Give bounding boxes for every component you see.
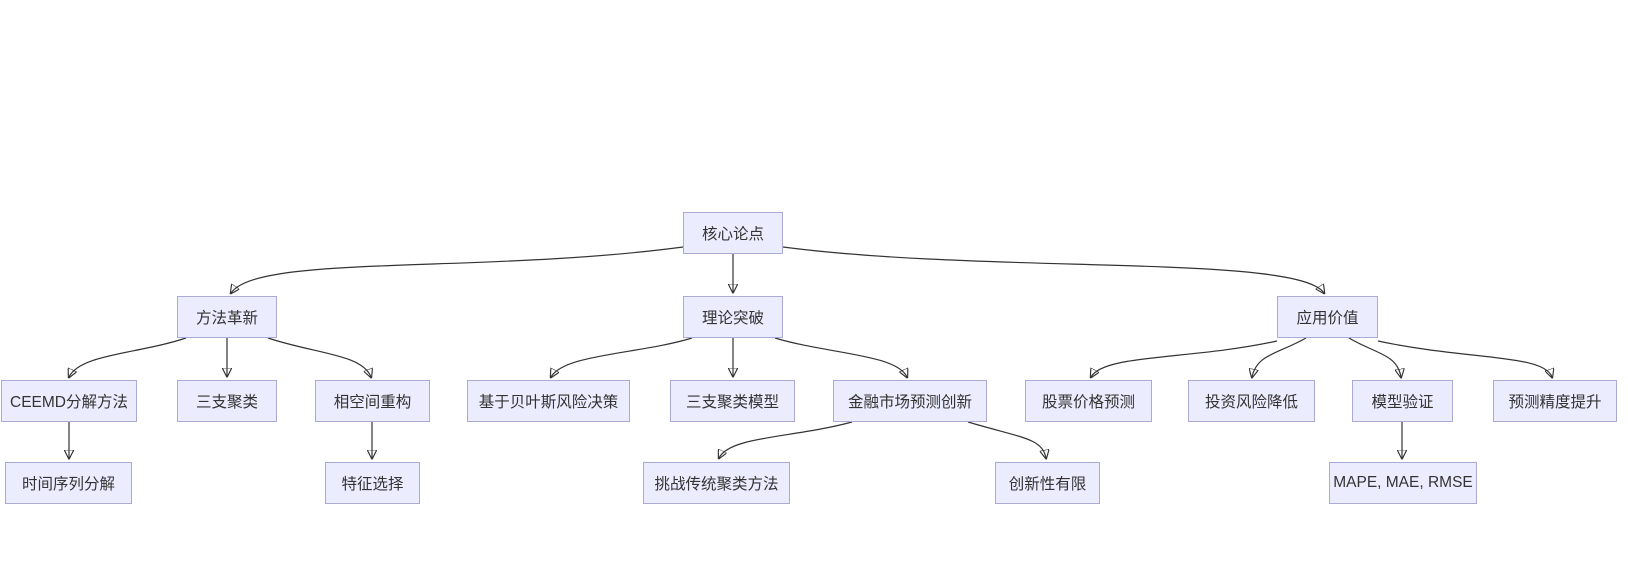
edge-theory-breakthrough-to-financial-market-forecast-innovation: [774, 337, 907, 377]
node-core-thesis[interactable]: 核心论点: [683, 212, 783, 254]
node-financial-market-forecast-innovation[interactable]: 金融市场预测创新: [833, 380, 987, 422]
node-forecast-accuracy-improvement[interactable]: 预测精度提升: [1493, 380, 1617, 422]
node-model-validation[interactable]: 模型验证: [1352, 380, 1453, 422]
node-time-series-decomposition[interactable]: 时间序列分解: [5, 462, 132, 504]
edge-core-thesis-to-application-value: [782, 246, 1324, 293]
node-ceemd-decomposition[interactable]: CEEMD分解方法: [1, 380, 137, 422]
node-stock-price-prediction[interactable]: 股票价格预测: [1025, 380, 1152, 422]
node-method-innovation[interactable]: 方法革新: [177, 296, 277, 338]
edge-application-value-to-model-validation: [1348, 337, 1401, 377]
node-application-value[interactable]: 应用价值: [1277, 296, 1378, 338]
node-feature-selection[interactable]: 特征选择: [325, 462, 420, 504]
edge-application-value-to-investment-risk-reduction: [1252, 337, 1307, 377]
node-three-way-clustering[interactable]: 三支聚类: [177, 380, 277, 422]
edge-method-innovation-to-ceemd-decomposition: [69, 337, 187, 377]
edge-method-innovation-to-phase-space-reconstruction: [267, 337, 371, 377]
node-phase-space-reconstruction[interactable]: 相空间重构: [315, 380, 430, 422]
edge-financial-market-forecast-innovation-to-challenge-traditional-clustering: [719, 421, 853, 458]
node-challenge-traditional-clustering[interactable]: 挑战传统聚类方法: [643, 462, 790, 504]
edge-application-value-to-forecast-accuracy-improvement: [1377, 340, 1552, 377]
node-investment-risk-reduction[interactable]: 投资风险降低: [1188, 380, 1315, 422]
edge-core-thesis-to-method-innovation: [231, 246, 684, 293]
node-three-way-clustering-model[interactable]: 三支聚类模型: [670, 380, 795, 422]
node-error-metrics[interactable]: MAPE, MAE, RMSE: [1329, 462, 1477, 504]
edge-financial-market-forecast-innovation-to-limited-novelty: [967, 421, 1046, 458]
node-limited-novelty[interactable]: 创新性有限: [995, 462, 1100, 504]
edge-theory-breakthrough-to-bayesian-risk-decision: [551, 337, 693, 377]
node-theory-breakthrough[interactable]: 理论突破: [683, 296, 783, 338]
edge-application-value-to-stock-price-prediction: [1091, 340, 1278, 377]
node-bayesian-risk-decision[interactable]: 基于贝叶斯风险决策: [467, 380, 630, 422]
